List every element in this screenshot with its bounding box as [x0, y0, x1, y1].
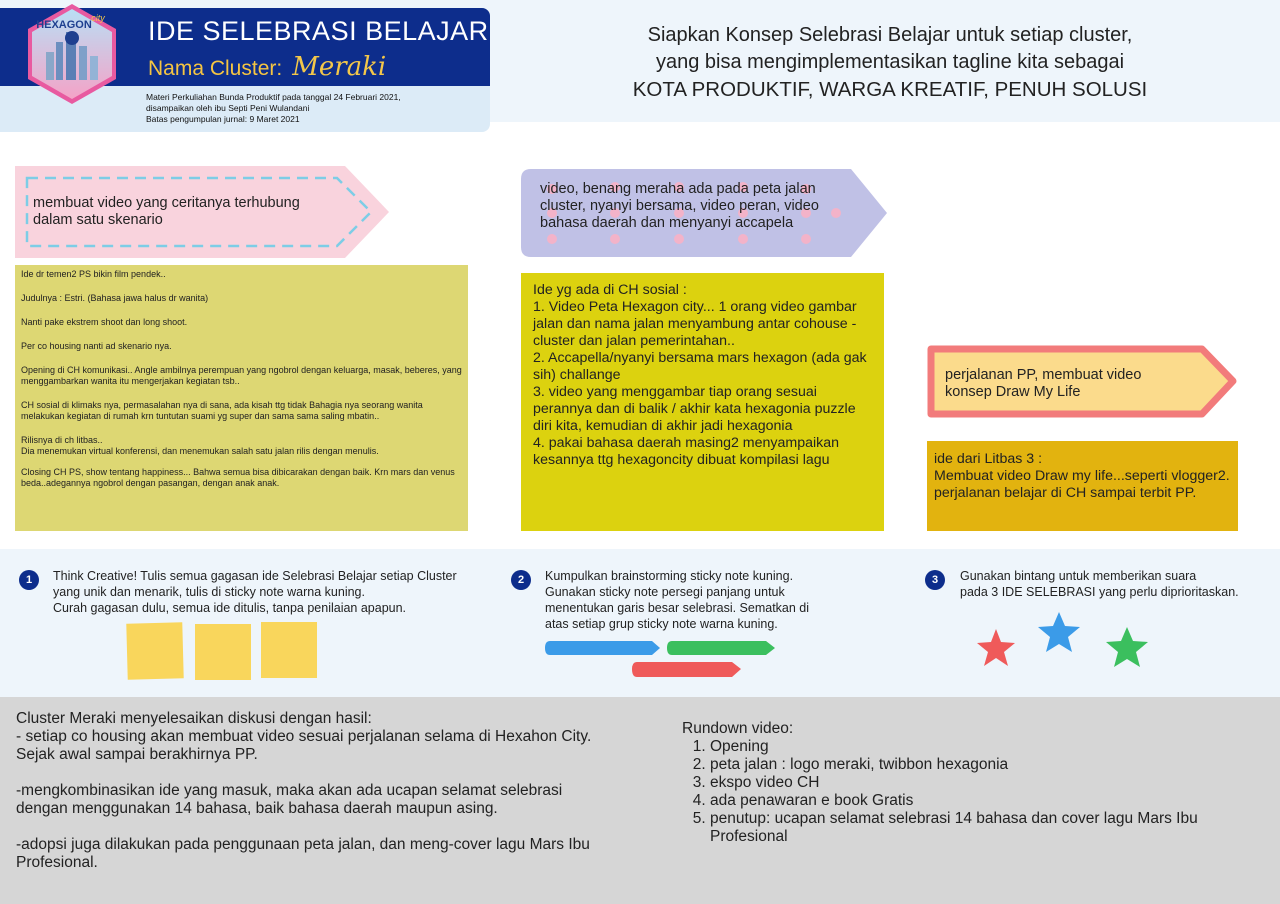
step-line: Think Creative! Tulis semua gagasan ide …	[53, 569, 457, 583]
step-line: atas setiap grup sticky note warna kunin…	[545, 617, 778, 631]
note-line: Judulnya : Estri. (Bahasa jawa halus dr …	[21, 293, 209, 303]
rundown-list: Opening peta jalan : logo meraki, twibbo…	[710, 738, 1262, 846]
banner-text: perjalanan PP, membuat video konsep Draw…	[945, 367, 1205, 401]
cluster-name: Meraki	[292, 52, 387, 82]
note-line: Ide yg ada di CH sosial :	[533, 282, 687, 298]
tagline-line: Siapkan Konsep Selebrasi Belajar untuk s…	[647, 24, 1133, 46]
step-line: yang unik dan menarik, tulis di sticky n…	[53, 585, 365, 599]
sticky-note-3: ide dari Litbas 3 : Membuat video Draw m…	[927, 441, 1238, 531]
banner-text: membuat video yang ceritanya terhubung d…	[33, 195, 353, 229]
note-line: Opening di CH komunikasi.. Angle ambilny…	[21, 365, 462, 386]
summary-paragraph: Cluster Meraki menyelesaikan diskusi den…	[16, 710, 592, 763]
page-title: IDE SELEBRASI BELAJAR	[148, 16, 489, 46]
results-band	[0, 697, 1280, 904]
banner-line: cluster, nyanyi bersama, video peran, vi…	[540, 198, 819, 214]
rundown-item: ada penawaran e book Gratis	[710, 792, 1262, 810]
sticky-note-sample	[126, 622, 184, 680]
rectangle-notes-sample	[545, 641, 775, 677]
step-line: menentukan garis besar selebrasi. Sematk…	[545, 601, 810, 615]
step-1-text: Think Creative! Tulis semua gagasan ide …	[53, 568, 503, 616]
step-line: pada 3 IDE SELEBRASI yang perlu dipriori…	[960, 585, 1239, 599]
note-line: Dia menemukan virtual konferensi, dan me…	[21, 446, 379, 456]
star-icon	[1106, 627, 1148, 667]
step-3-text: Gunakan bintang untuk memberikan suara p…	[960, 568, 1270, 600]
note-line: Ide dr temen2 PS bikin film pendek..	[21, 269, 166, 279]
rundown-item: Opening	[710, 738, 1262, 756]
summary-paragraph: -mengkombinasikan ide yang masuk, maka a…	[16, 782, 563, 817]
rundown-item: penutup: ucapan selamat selebrasi 14 bah…	[710, 810, 1262, 846]
step-line: Gunakan sticky note persegi panjang untu…	[545, 585, 785, 599]
arrow-shape	[927, 345, 1237, 418]
step-line: Curah gagasan dulu, semua ide ditulis, t…	[53, 601, 407, 615]
voting-stars	[977, 612, 1148, 667]
note-line: 2. Accapella/nyanyi bersama mars hexagon…	[533, 350, 867, 383]
step-number-2: 2	[511, 570, 531, 590]
step-line: Kumpulkan brainstorming sticky note kuni…	[545, 569, 794, 583]
star-icon	[977, 629, 1015, 666]
header-info-line: disampaikan oleh ibu Septi Peni Wulandan…	[146, 103, 310, 113]
idea-banner-2: video, benang meraha ada pada peta jalan…	[521, 169, 888, 257]
star-icon	[1038, 612, 1080, 652]
note-line: Nanti pake ekstrem shoot dan long shoot.	[21, 317, 188, 327]
banner-line: dalam satu skenario	[33, 212, 163, 228]
summary-paragraph: -adopsi juga dilakukan pada penggunaan p…	[16, 836, 590, 871]
banner-line: bahasa daerah dan menyanyi accapela	[540, 215, 794, 231]
banner-line: perjalanan PP, membuat video	[945, 367, 1142, 383]
idea-banner-3: perjalanan PP, membuat video konsep Draw…	[927, 345, 1239, 418]
hexagon-city-logo: HEXAGON city	[28, 4, 116, 104]
note-line: 4. pakai bahasa daerah masing2 menyampai…	[533, 435, 840, 468]
rundown-video: Rundown video: Opening peta jalan : logo…	[682, 720, 1262, 846]
sticky-note-sample	[261, 622, 317, 678]
note-line: CH sosial di klimaks nya, permasalahan n…	[21, 400, 423, 421]
note-line: Per co housing nanti ad skenario nya.	[21, 341, 172, 351]
note-line: Closing CH PS, show tentang happiness...…	[21, 467, 455, 488]
header-info: Materi Perkuliahan Bunda Produktif pada …	[146, 92, 486, 125]
tagline: Siapkan Konsep Selebrasi Belajar untuk s…	[600, 22, 1180, 103]
banner-text: video, benang meraha ada pada peta jalan…	[540, 181, 860, 232]
sticky-note-2: Ide yg ada di CH sosial : 1. Video Peta …	[521, 273, 884, 531]
banner-line: konsep Draw My Life	[945, 384, 1081, 400]
idea-banner-1: membuat video yang ceritanya terhubung d…	[15, 166, 390, 258]
step-2-text: Kumpulkan brainstorming sticky note kuni…	[545, 568, 865, 632]
step-number-3: 3	[925, 570, 945, 590]
tagline-line: yang bisa mengimplementasikan tagline ki…	[655, 51, 1125, 73]
logo-sub: city	[91, 13, 105, 23]
arrow-shape	[15, 166, 389, 258]
banner-line: membuat video yang ceritanya terhubung	[33, 195, 300, 211]
sticky-note-sample	[195, 624, 251, 680]
logo-text: HEXAGON	[36, 19, 92, 31]
cluster-label: Nama Cluster:	[148, 57, 283, 80]
rundown-item: peta jalan : logo meraki, twibbon hexago…	[710, 756, 1262, 774]
rundown-title: Rundown video:	[682, 720, 794, 737]
step-number-1: 1	[19, 570, 39, 590]
step-line: Gunakan bintang untuk memberikan suara	[960, 569, 1197, 583]
rundown-item: ekspo video CH	[710, 774, 1262, 792]
banner-line: video, benang meraha ada pada peta jalan	[540, 181, 816, 197]
header-info-line: Materi Perkuliahan Bunda Produktif pada …	[146, 92, 401, 102]
arrow-shape	[521, 169, 887, 257]
discussion-summary: Cluster Meraki menyelesaikan diskusi den…	[16, 710, 616, 890]
header-info-line: Batas pengumpulan jurnal: 9 Maret 2021	[146, 114, 300, 124]
note-line: Rilisnya di ch litbas..	[21, 435, 103, 445]
note-line: ide dari Litbas 3 :	[934, 451, 1043, 467]
tagline-line: KOTA PRODUKTIF, WARGA KREATIF, PENUH SOL…	[632, 78, 1148, 101]
sticky-note-1: Ide dr temen2 PS bikin film pendek.. Jud…	[15, 265, 468, 531]
note-line: 3. video yang menggambar tiap orang sesu…	[533, 384, 856, 434]
cluster-line: Nama Cluster: Meraki	[148, 52, 386, 82]
note-line: 1. Video Peta Hexagon city... 1 orang vi…	[533, 299, 857, 349]
note-line: Membuat video Draw my life...seperti vlo…	[934, 468, 1230, 501]
